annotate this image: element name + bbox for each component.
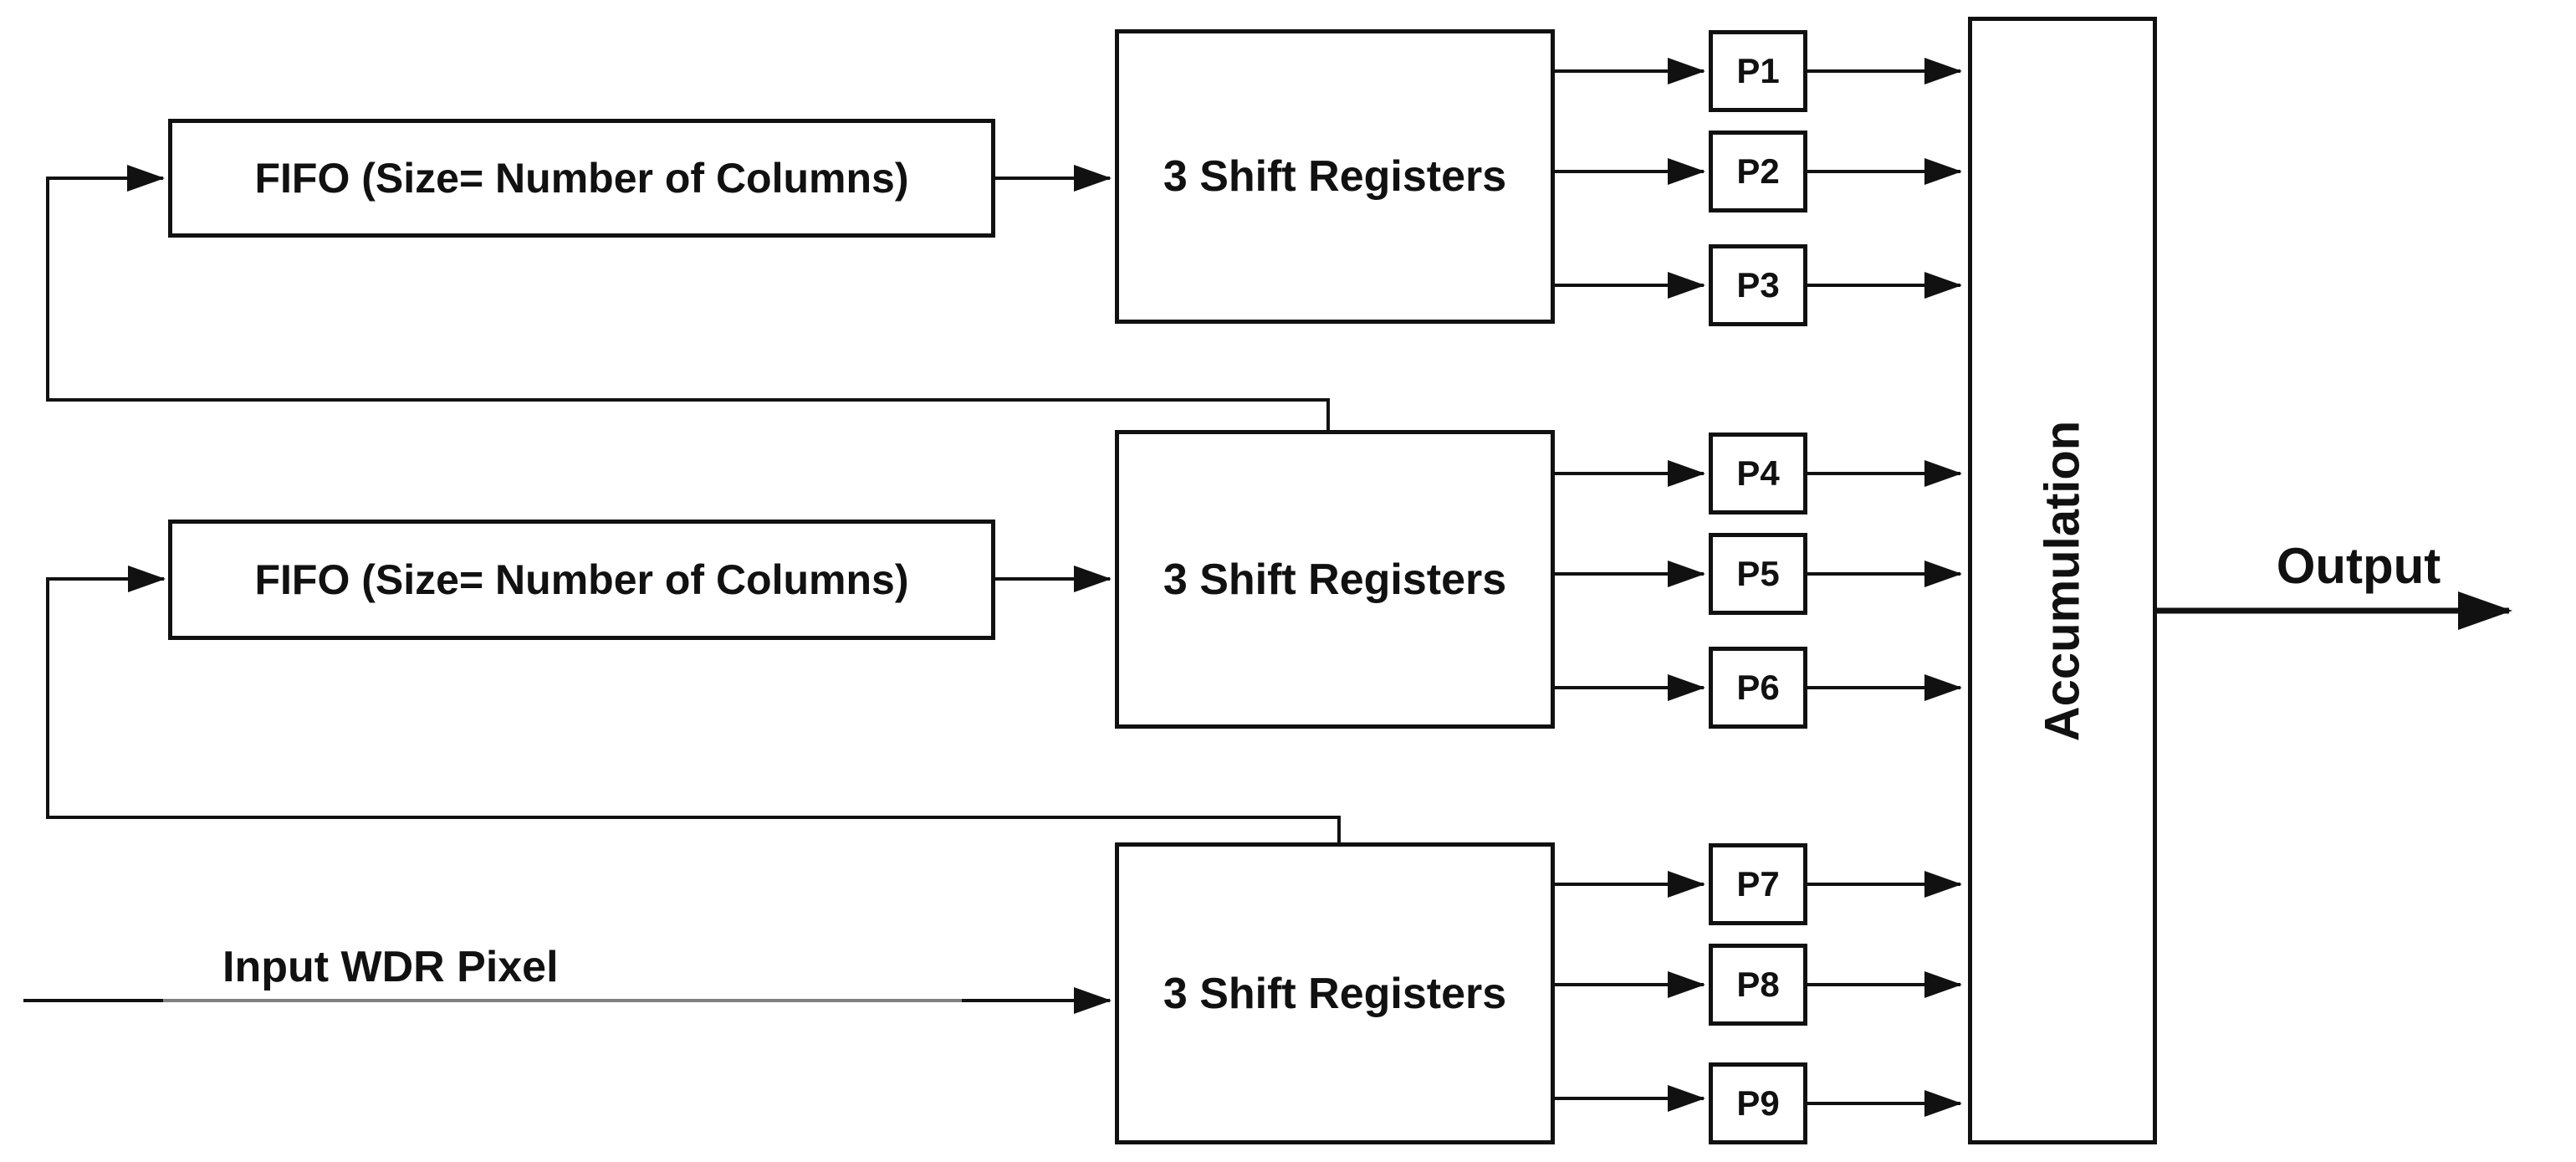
fifo-box-2: FIFO (Size= Number of Columns) (168, 520, 995, 640)
input-wdr-pixel-label: Input WDR Pixel (222, 943, 559, 991)
accumulation-box: Accumulation (1968, 17, 2157, 1144)
p-box-p6: P6 (1709, 647, 1807, 729)
feedback-line-shift3-to-fifo2 (46, 566, 1341, 842)
p-box-p8: P8 (1709, 944, 1807, 1026)
shift-registers-box-3: 3 Shift Registers (1115, 842, 1555, 1144)
fifo-box-1-label: FIFO (Size= Number of Columns) (254, 155, 909, 202)
p-box-p2-label: P2 (1736, 151, 1780, 191)
p-box-p9-label: P9 (1736, 1083, 1780, 1123)
p-box-p8-label: P8 (1736, 965, 1780, 1004)
p-box-p4-label: P4 (1736, 453, 1780, 493)
p-box-p3-label: P3 (1736, 265, 1780, 305)
p-box-p5: P5 (1709, 533, 1807, 615)
p-box-p2: P2 (1709, 131, 1807, 212)
p-box-p4: P4 (1709, 433, 1807, 514)
feedback-line-shift2-to-fifo1 (46, 165, 1330, 430)
p-box-p1: P1 (1709, 30, 1807, 112)
shift-registers-box-1: 3 Shift Registers (1115, 29, 1555, 324)
shift-registers-box-2: 3 Shift Registers (1115, 430, 1555, 729)
p-box-p3: P3 (1709, 244, 1807, 326)
p-box-p9: P9 (1709, 1062, 1807, 1144)
p-box-p7-label: P7 (1736, 864, 1780, 903)
p-box-p6-label: P6 (1736, 668, 1780, 707)
output-label: Output (2276, 538, 2441, 594)
fifo-box-2-label: FIFO (Size= Number of Columns) (254, 556, 909, 603)
p-box-p1-label: P1 (1736, 51, 1780, 90)
p-box-p7: P7 (1709, 843, 1807, 925)
shift-registers-box-2-label: 3 Shift Registers (1163, 555, 1507, 604)
fifo-box-1: FIFO (Size= Number of Columns) (168, 119, 995, 238)
shift-registers-box-3-label: 3 Shift Registers (1163, 969, 1507, 1018)
accumulation-box-label: Accumulation (2035, 420, 2090, 741)
shift-registers-box-1-label: 3 Shift Registers (1163, 152, 1507, 201)
p-box-p5-label: P5 (1736, 554, 1780, 593)
